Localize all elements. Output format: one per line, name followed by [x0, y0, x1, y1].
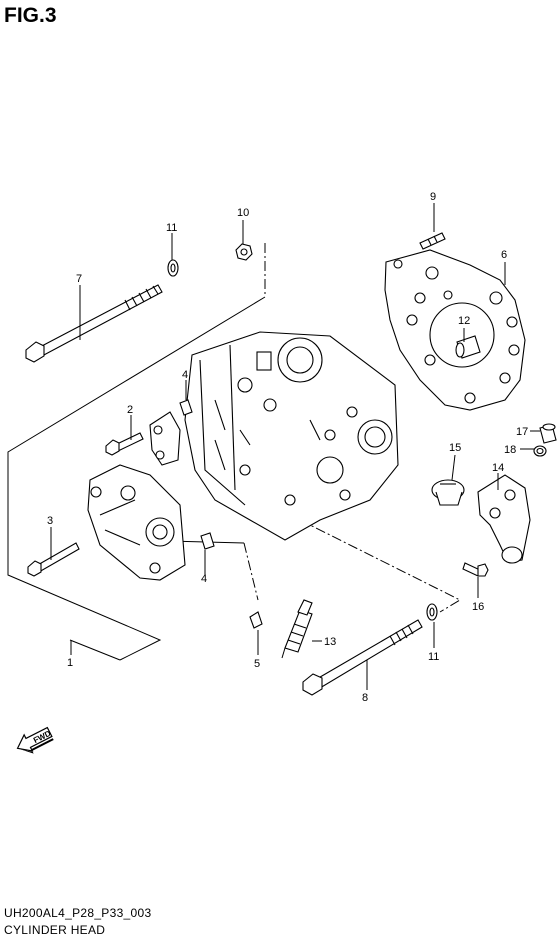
- callout-15: 15: [449, 442, 461, 454]
- callout-17: 17: [516, 426, 528, 438]
- thermostat-part-15: [431, 479, 465, 506]
- callout-16: 16: [472, 601, 484, 613]
- fwd-arrow-icon: FWD: [16, 726, 54, 754]
- bolt-part-3: [27, 542, 80, 577]
- thermostat-housing-part-14: [477, 474, 531, 564]
- callout-2: 2: [127, 404, 133, 416]
- cap-part-17: [539, 423, 557, 444]
- gasket: [384, 249, 526, 411]
- bolt-part-2: [105, 432, 144, 456]
- callout-5: 5: [254, 658, 260, 670]
- spark-plug-part-13: [281, 599, 313, 659]
- callout-4b: 4: [201, 573, 207, 585]
- bolt-part-7: [25, 284, 163, 363]
- callout-9: 9: [430, 191, 436, 203]
- diagram-name: CYLINDER HEAD: [4, 923, 106, 937]
- callout-labels: 1 2 3 4 4 5 6 7 8 9 10 11 11 12 13 14 15…: [47, 191, 528, 704]
- callout-10: 10: [237, 207, 249, 219]
- callout-18: 18: [504, 444, 516, 456]
- callout-3: 3: [47, 515, 53, 527]
- callout-12: 12: [458, 315, 470, 327]
- callout-7: 7: [76, 273, 82, 285]
- callout-1: 1: [67, 657, 73, 669]
- callout-4a: 4: [182, 369, 188, 381]
- cam-holder: [87, 464, 186, 581]
- bolt-part-8: [302, 619, 423, 696]
- callout-6: 6: [501, 249, 507, 261]
- washers-part-11: [167, 259, 438, 621]
- bracket-part: [149, 411, 181, 466]
- dowel-part-12: [455, 335, 481, 359]
- diagram-code: UH200AL4_P28_P33_003: [4, 906, 152, 920]
- stud-part-9: [419, 232, 446, 250]
- cylinder-head-body: [184, 331, 399, 541]
- assembly-frame: [7, 243, 462, 661]
- nut-part-10: [235, 243, 253, 261]
- callout-leaders: [50, 203, 540, 690]
- o-ring-part-18: [533, 445, 547, 457]
- callout-13: 13: [324, 636, 336, 648]
- pin-part-5: [249, 611, 263, 629]
- callout-11a: 11: [166, 222, 177, 234]
- figure-title: FIG.3: [4, 4, 57, 27]
- bolt-part-16: [462, 562, 489, 577]
- callout-11b: 11: [428, 651, 439, 663]
- callout-14: 14: [492, 462, 504, 474]
- callout-8: 8: [362, 692, 368, 704]
- dowel-pins: [179, 399, 215, 550]
